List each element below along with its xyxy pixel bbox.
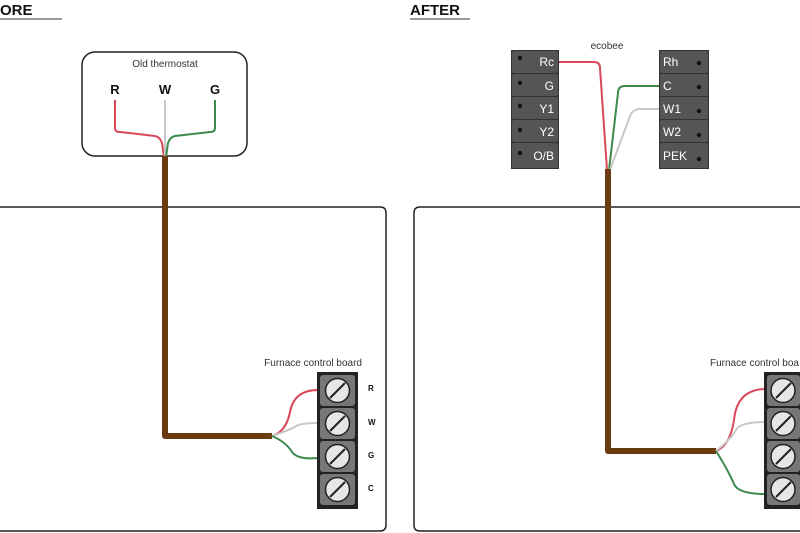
terminal-dot-icon bbox=[696, 132, 702, 138]
old-thermostat-terminal-r: R bbox=[110, 82, 120, 97]
before-furnace-red-wire bbox=[271, 389, 319, 437]
before-green-wire bbox=[165, 100, 216, 158]
ecobee-terminal-w2: W2 bbox=[663, 125, 681, 139]
ecobee-terminal-pek: PEK bbox=[663, 149, 687, 163]
ecobee-left-terminal-block bbox=[511, 50, 559, 169]
ecobee-terminal-w1: W1 bbox=[663, 102, 681, 116]
terminal-dot-icon bbox=[696, 60, 702, 66]
ecobee-terminal-g: G bbox=[545, 79, 554, 93]
old-thermostat-terminal-w: W bbox=[159, 82, 172, 97]
before-red-wire bbox=[114, 100, 165, 158]
terminal-dot-icon bbox=[517, 80, 523, 86]
screw-terminal-icon bbox=[767, 474, 800, 505]
terminal-dot-icon bbox=[517, 55, 523, 61]
before-panel: ORE Old thermostat R W G Furnace control… bbox=[0, 2, 387, 532]
ecobee-terminal-y2: Y2 bbox=[539, 125, 554, 139]
terminal-dot-icon bbox=[696, 156, 702, 162]
terminal-dot-icon bbox=[696, 108, 702, 114]
before-board-terminal-r: R bbox=[368, 384, 374, 393]
screw-terminal-icon bbox=[767, 375, 800, 406]
ecobee-terminal-y1: Y1 bbox=[539, 102, 554, 116]
before-house-outline bbox=[0, 206, 387, 532]
screw-terminal-icon bbox=[320, 408, 355, 439]
before-terminal-block bbox=[317, 372, 358, 509]
old-thermostat-terminal-g: G bbox=[210, 82, 220, 97]
after-white-wire bbox=[609, 108, 659, 171]
before-board-terminal-g: G bbox=[368, 451, 374, 460]
before-furnace-white-wire bbox=[271, 422, 319, 437]
ecobee-terminal-rc: Rc bbox=[539, 55, 554, 69]
ecobee-terminal-ob: O/B bbox=[533, 149, 554, 163]
before-furnace-green-wire bbox=[271, 435, 319, 460]
old-thermostat-label: Old thermostat bbox=[132, 59, 198, 70]
after-panel: AFTER ecobee Rc G Y1 Y2 O/B bbox=[410, 2, 800, 532]
before-board-terminal-c: C bbox=[368, 484, 374, 493]
ecobee-label: ecobee bbox=[591, 41, 624, 52]
after-red-wire bbox=[559, 61, 608, 171]
after-furnace-red-wire bbox=[715, 388, 767, 452]
terminal-dot-icon bbox=[517, 127, 523, 133]
after-terminal-block bbox=[764, 372, 800, 509]
screw-terminal-icon bbox=[320, 375, 355, 406]
after-furnace-white-wire bbox=[715, 421, 767, 452]
ecobee-terminal-c: C bbox=[663, 79, 672, 93]
after-green-wire bbox=[608, 85, 659, 171]
terminal-dot-icon bbox=[517, 150, 523, 156]
screw-terminal-icon bbox=[767, 441, 800, 472]
before-board-terminal-w: W bbox=[368, 418, 376, 427]
after-house-outline bbox=[413, 206, 800, 532]
terminal-dot-icon bbox=[517, 103, 523, 109]
terminal-dot-icon bbox=[696, 84, 702, 90]
ecobee-right-terminal-block bbox=[659, 50, 709, 169]
after-heading: AFTER bbox=[410, 2, 460, 19]
after-furnace-green-wire bbox=[715, 450, 767, 495]
after-board-label: Furnace control boa bbox=[710, 358, 799, 369]
before-board-label: Furnace control board bbox=[264, 358, 362, 369]
after-cable bbox=[605, 169, 716, 454]
before-cable bbox=[162, 156, 272, 439]
screw-terminal-icon bbox=[767, 408, 800, 439]
before-heading: ORE bbox=[0, 2, 33, 19]
screw-terminal-icon bbox=[320, 441, 355, 472]
ecobee-terminal-rh: Rh bbox=[663, 55, 678, 69]
screw-terminal-icon bbox=[320, 474, 355, 505]
